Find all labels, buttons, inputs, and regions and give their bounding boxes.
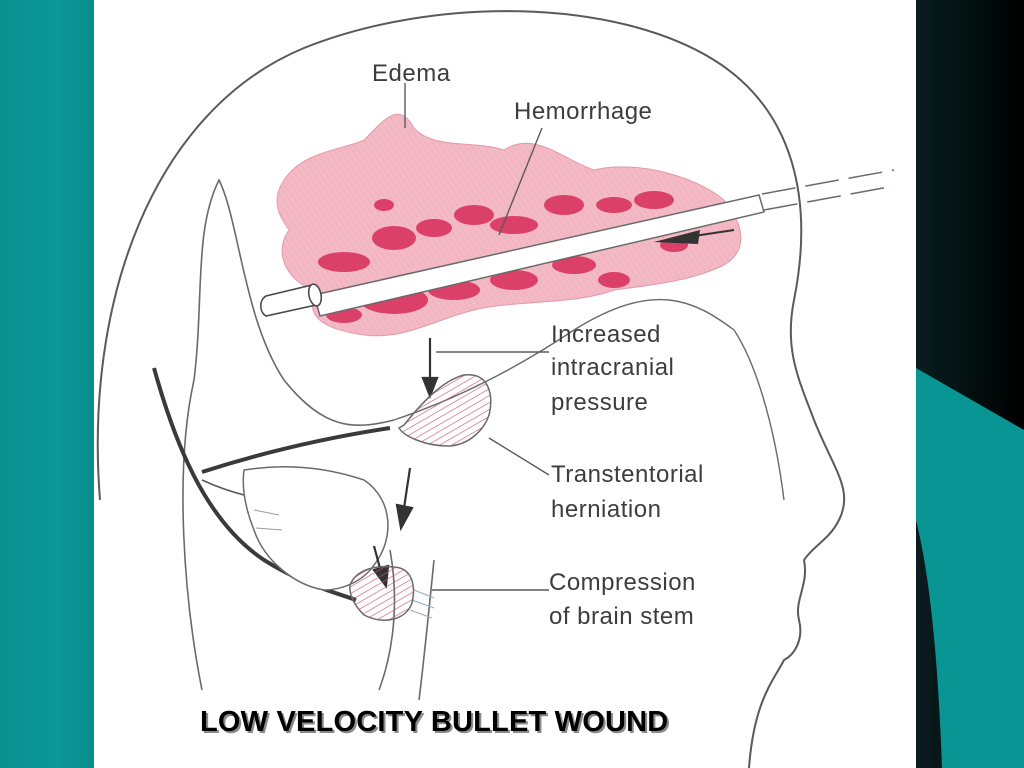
compressed-brainstem-tissue — [349, 565, 415, 621]
label-compression-2: of brain stem — [549, 603, 695, 630]
brain-outline — [182, 178, 395, 691]
bullet — [259, 283, 323, 317]
label-increased-icp-2: intracranial — [551, 354, 675, 381]
herniation-tissue — [397, 374, 492, 447]
label-increased-icp-3: pressure — [551, 389, 649, 416]
bullet-track — [313, 194, 765, 317]
left-background-strip — [0, 0, 94, 768]
label-herniation-2: herniation — [551, 496, 662, 523]
label-hemorrhage: Hemorrhage — [514, 98, 653, 125]
leader-lines — [404, 83, 550, 591]
label-herniation-1: Transtentorial — [551, 461, 704, 488]
head-diagram — [96, 10, 895, 768]
slide-title: LOW VELOCITY BULLET WOUND — [200, 706, 669, 738]
trajectory-arrow — [693, 229, 735, 237]
label-edema: Edema — [372, 60, 451, 87]
trajectory-line — [761, 169, 895, 211]
label-compression-1: Compression — [549, 569, 696, 596]
right-background-strip — [916, 0, 1024, 768]
label-increased-icp-1: Increased — [551, 321, 661, 348]
diagram-panel: Edema Hemorrhage Increased intracranial … — [94, 0, 916, 768]
skull-outline — [96, 10, 846, 768]
